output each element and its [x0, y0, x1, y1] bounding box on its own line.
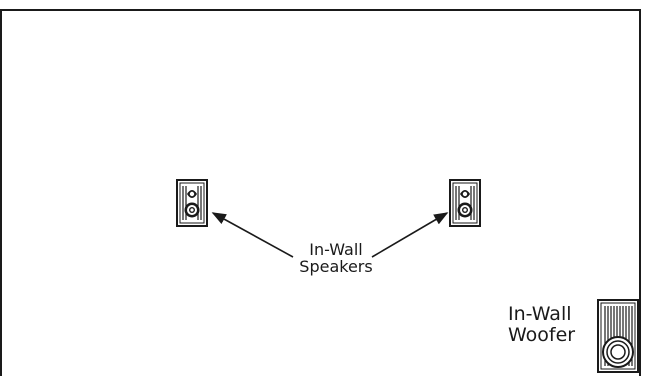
right-arrow	[371, 212, 449, 258]
in-wall-woofer-icon	[597, 299, 639, 373]
room-outline	[0, 9, 641, 376]
woofer-label-line-2: Woofer	[508, 324, 576, 347]
left-in-wall-speaker-icon	[176, 179, 208, 227]
right-in-wall-speaker-icon	[449, 179, 481, 227]
speakers-label: In-Wall Speakers	[288, 240, 384, 276]
speakers-label-line-2: Speakers	[299, 256, 373, 276]
woofer-label-line-1: In-Wall	[508, 303, 572, 325]
woofer-label: In-Wall Woofer	[508, 303, 576, 347]
speakers-label-line-1: In-Wall	[309, 240, 363, 259]
left-arrow	[211, 212, 294, 258]
